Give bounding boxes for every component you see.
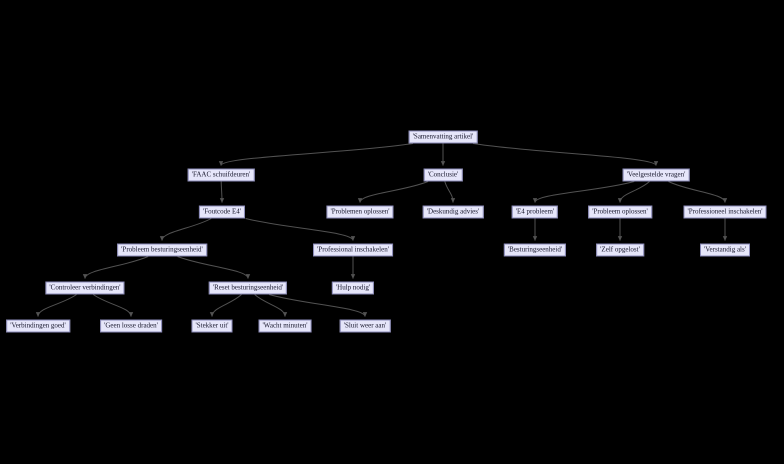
node-faac-schuifdeuren: 'FAAC schuifdeuren'	[187, 168, 255, 182]
edge-conclusie-to-problemen-oplossen	[357, 181, 429, 204]
edge-samenvatting-artikel-to-veelgestelde-vragen	[472, 143, 659, 167]
node-besturingseenheid: 'Besturingseenheid'	[503, 243, 567, 257]
edge-veelgestelde-vragen-to-e4-probleem	[532, 181, 635, 204]
node-controleer-verbindingen: 'Controleer verbindingen'	[45, 281, 125, 295]
node-e4-probleem: 'E4 probleem'	[511, 205, 559, 219]
edge-foutcode-e4-to-professional-inschakelen	[245, 218, 356, 242]
node-probleem-oplossen: 'Probleem oplossen'	[588, 205, 652, 219]
edge-samenvatting-artikel-to-faac-schuifdeuren	[218, 143, 414, 167]
edge-foutcode-e4-to-probleem-besturingseenheid	[159, 218, 212, 242]
node-verbindingen-goed: 'Verbindingen goed'	[6, 319, 70, 333]
node-problemen-oplossen: 'Problemen oplossen'	[326, 205, 394, 219]
edge-reset-besturingseenheid-to-stekker-uit	[209, 294, 242, 318]
edge-probleem-besturingseenheid-to-reset-besturingseenheid	[177, 256, 251, 280]
node-deskundig-advies: 'Deskundig advies'	[422, 205, 484, 219]
node-samenvatting-artikel: 'Samenvatting artikel'	[408, 130, 478, 144]
node-reset-besturingseenheid: 'Reset besturingseenheid'	[208, 281, 288, 295]
node-veelgestelde-vragen: 'Veelgestelde vragen'	[622, 168, 690, 182]
edge-faac-schuifdeuren-to-foutcode-e4	[219, 181, 225, 204]
edge-conclusie-to-deskundig-advies	[444, 181, 456, 204]
node-probleem-besturingseenheid: 'Probleem besturingseenheid'	[117, 243, 207, 257]
node-foutcode-e4: 'Foutcode E4'	[198, 205, 246, 219]
edge-reset-besturingseenheid-to-wacht-minuten	[254, 294, 288, 318]
node-conclusie: 'Conclusie'	[423, 168, 463, 182]
node-zelf-opgelost: 'Zelf opgelost'	[596, 243, 644, 257]
edge-controleer-verbindingen-to-geen-losse-draden	[92, 294, 134, 318]
node-verstandig-als: 'Verstandig als'	[700, 243, 750, 257]
node-professioneel-inschakelen: 'Professioneel inschakelen'	[683, 205, 767, 219]
node-sluit-weer-aan: 'Sluit weer aan'	[339, 319, 391, 333]
node-hulp-nodig: 'Hulp nodig'	[331, 281, 375, 295]
edge-veelgestelde-vragen-to-probleem-oplossen	[617, 181, 650, 204]
edge-reset-besturingseenheid-to-sluit-weer-aan	[268, 294, 368, 318]
node-wacht-minuten: 'Wacht minuten'	[258, 319, 312, 333]
edge-controleer-verbindingen-to-verbindingen-goed	[35, 294, 77, 318]
node-geen-losse-draden: 'Geen losse draden'	[100, 319, 162, 333]
node-professional-inschakelen: 'Professional inschakelen'	[313, 243, 393, 257]
edge-probleem-besturingseenheid-to-controleer-verbindingen	[82, 256, 149, 280]
node-stekker-uit: 'Stekker uit'	[191, 319, 233, 333]
edge-veelgestelde-vragen-to-professioneel-inschakelen	[668, 181, 728, 204]
